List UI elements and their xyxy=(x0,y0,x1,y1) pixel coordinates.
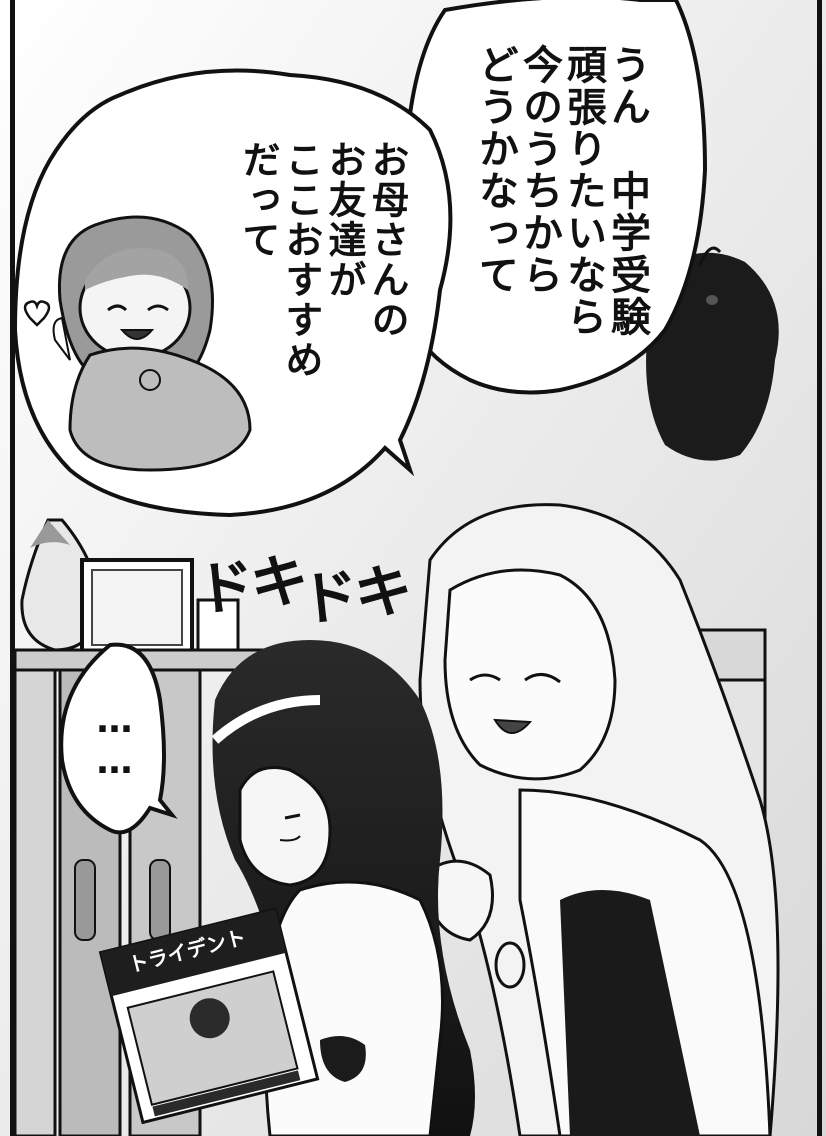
bubble-2-line-4: だって xyxy=(236,140,280,260)
bubble-2-line-1: お母さんの xyxy=(365,140,409,340)
bubble-1-line-2: 頑張りたいなら xyxy=(560,44,606,338)
bubble-1-line-3: 今のうちから xyxy=(516,44,562,296)
sound-effect-2: ドキ xyxy=(297,555,412,635)
speech-bubble-3: …… xyxy=(94,700,135,782)
mother-chibi xyxy=(23,215,252,472)
sound-effect-1: ドキ xyxy=(193,545,308,625)
speech-bubble-3-shape xyxy=(59,642,178,835)
magazine xyxy=(98,907,320,1125)
blonde-girl xyxy=(418,503,780,1136)
bubble-1-line-4: どうかなって xyxy=(472,44,518,296)
picture-frame xyxy=(80,558,194,657)
heart-icon xyxy=(23,300,51,327)
bubble-2-line-2: お友達が xyxy=(322,140,366,300)
bubble-2-line-3: ここおすすめ xyxy=(279,140,323,380)
cup xyxy=(196,598,240,657)
bubble-1-line-1: うん 中学受験 xyxy=(604,44,650,338)
